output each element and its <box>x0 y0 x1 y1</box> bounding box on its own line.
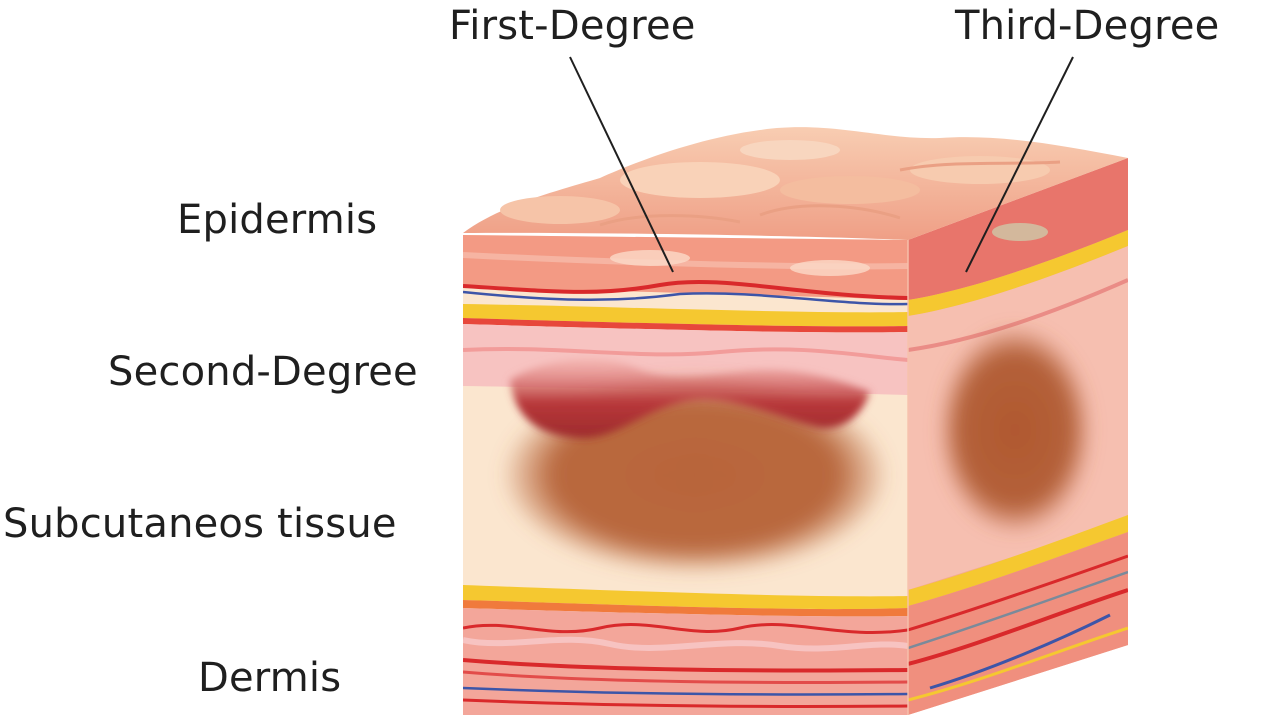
label-third-degree: Third-Degree <box>955 3 1220 49</box>
leader-line-third-degree <box>965 56 1074 273</box>
label-second-degree: Second-Degree <box>108 349 418 395</box>
skin-side-face <box>908 158 1128 715</box>
skin-front-face <box>463 235 908 715</box>
leader-line-first-degree <box>569 56 674 273</box>
skin-top-surface <box>463 127 1128 240</box>
label-dermis: Dermis <box>198 655 342 701</box>
label-first-degree: First-Degree <box>449 3 696 49</box>
label-epidermis: Epidermis <box>177 197 378 243</box>
label-subcutaneous-tissue: Subcutaneos tissue <box>3 501 397 547</box>
